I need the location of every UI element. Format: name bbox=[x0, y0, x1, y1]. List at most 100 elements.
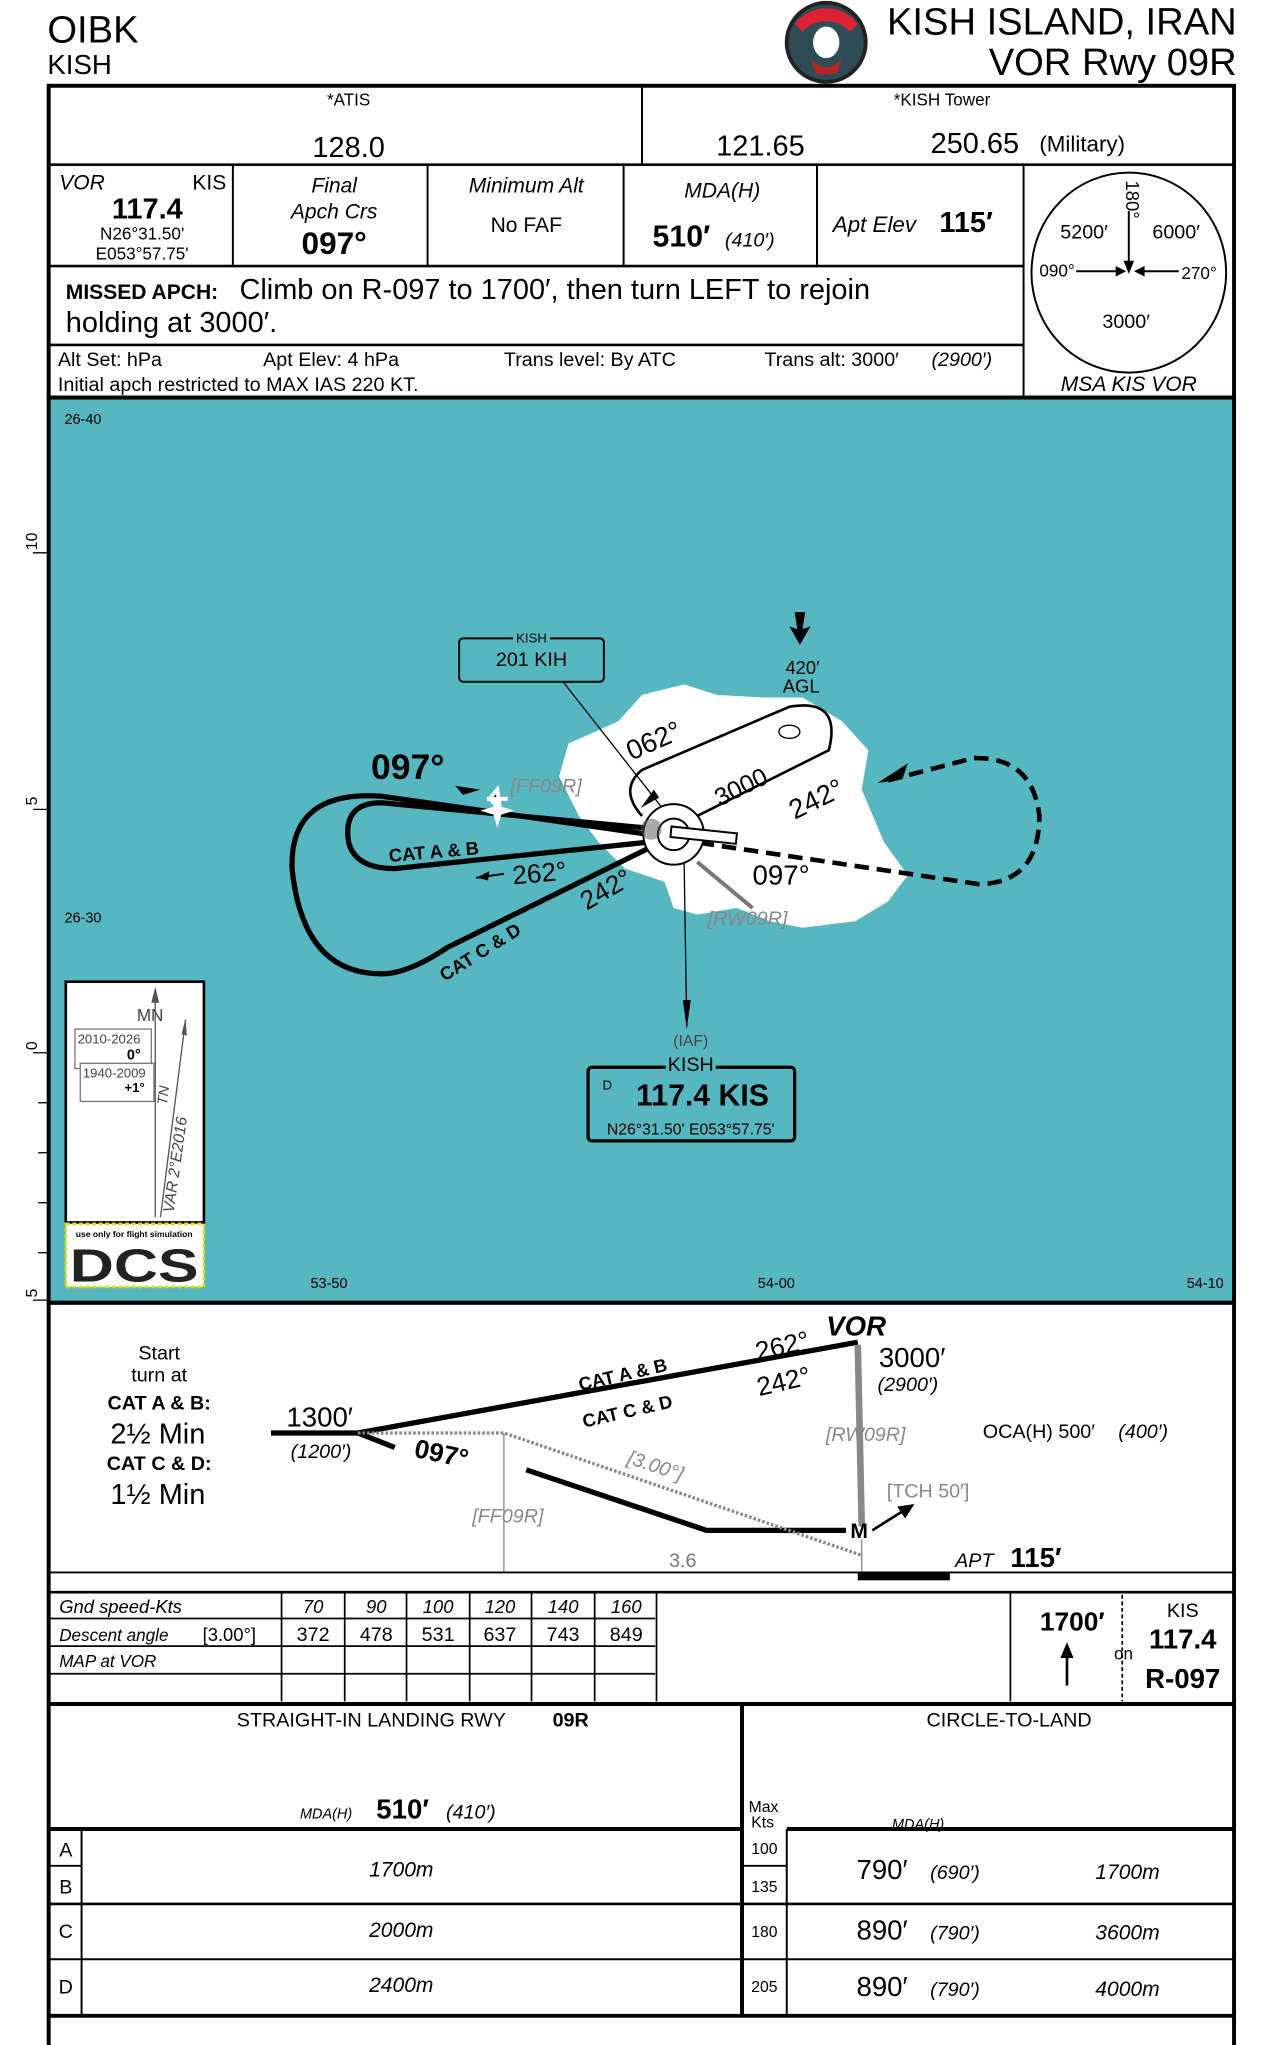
profile-apt-elev: 115′ bbox=[1010, 1542, 1062, 1573]
max-kts-1: Max bbox=[749, 1799, 779, 1816]
vor-box-frequency: 117.4 KIS bbox=[636, 1079, 769, 1112]
tower-frequency: 121.65 bbox=[716, 131, 805, 163]
magnetic-variation-inset: MN 2010-2026 0° 1940-2009 +1° TN VAR 2°E… bbox=[64, 980, 206, 1292]
profile-1200: (1200′) bbox=[291, 1441, 352, 1463]
vor-box-name: KISH bbox=[668, 1054, 714, 1076]
rate-140: 743 bbox=[547, 1624, 580, 1646]
trans-alt: Trans alt: 3000′ bbox=[764, 349, 899, 371]
map-label: MAP at VOR bbox=[59, 1652, 156, 1671]
minima-table: STRAIGHT-IN LANDING RWY 09R CIRCLE-TO-LA… bbox=[48, 1703, 1235, 2018]
true-north: TN bbox=[155, 1084, 173, 1105]
dcs-note: use only for flight simulation bbox=[76, 1229, 193, 1239]
mda-label: MDA(H) bbox=[684, 180, 760, 203]
final-label: Final bbox=[311, 174, 358, 197]
military-note: (Military) bbox=[1039, 132, 1125, 157]
tower-label: *KISH Tower bbox=[894, 91, 991, 110]
straight-in-title: STRAIGHT-IN LANDING RWY bbox=[237, 1709, 506, 1731]
start-turn-1: Start bbox=[138, 1342, 180, 1364]
cat-b: B bbox=[59, 1876, 72, 1898]
gs-90: 90 bbox=[366, 1596, 387, 1617]
gs-100: 100 bbox=[423, 1596, 454, 1617]
straight-mda-label: MDA(H) bbox=[300, 1806, 352, 1822]
circle-vis-d: 4000m bbox=[1095, 1978, 1159, 2001]
cat-cd-turn-track bbox=[289, 793, 659, 977]
profile-1300: 1300′ bbox=[286, 1401, 353, 1432]
profile-inbound bbox=[356, 1430, 846, 1533]
scale-5: 5 bbox=[24, 796, 41, 805]
profile-3000: 3000′ bbox=[879, 1342, 946, 1373]
cat-c: C bbox=[59, 1921, 73, 1943]
missed-box-id: KIS bbox=[1167, 1600, 1199, 1622]
msa-090: 090° bbox=[1039, 262, 1074, 281]
plan-view: 10 5 0 5 26-40 26-30 53-50 54-00 54-10 K… bbox=[24, 395, 1237, 1305]
alt-set: Alt Set: hPa bbox=[58, 349, 162, 371]
msa-south-alt: 3000′ bbox=[1102, 311, 1150, 333]
chart-header: OIBK KISH KISH ISLAND, IRAN VOR Rwy 09R bbox=[47, 0, 1236, 84]
missed-approach-text-2: holding at 3000′. bbox=[66, 307, 277, 339]
turn-cat-ab: CAT A & B: bbox=[108, 1392, 211, 1414]
missed-box-radial: R-097 bbox=[1145, 1663, 1220, 1694]
holding-pattern bbox=[628, 704, 833, 831]
circle-title: CIRCLE-TO-LAND bbox=[927, 1709, 1092, 1731]
gs-140: 140 bbox=[548, 1596, 579, 1617]
airport-icao: OIBK bbox=[47, 8, 139, 51]
chart-title-location: KISH ISLAND, IRAN bbox=[887, 0, 1237, 43]
mda-value: 510′ bbox=[653, 220, 711, 253]
ff09r-fix bbox=[480, 793, 515, 828]
msa-diagram: 180° 5200′ 6000′ 090° 270° 3000′ MSA KIS… bbox=[1030, 171, 1228, 396]
kts-a: 100 bbox=[751, 1841, 778, 1858]
vor-frequency: 117.4 bbox=[112, 194, 183, 226]
profile-242: 242° bbox=[754, 1361, 814, 1402]
vor-line bbox=[854, 1344, 866, 1527]
lat-26-30: 26-30 bbox=[64, 911, 101, 927]
missed-box-on: on bbox=[1114, 1644, 1133, 1663]
iaf-label: (IAF) bbox=[673, 1033, 708, 1050]
straight-vis-c: 2000m bbox=[368, 1919, 433, 1942]
apt-elev-hpa: Apt Elev: 4 hPa bbox=[263, 349, 399, 371]
missed-097: 097° bbox=[753, 859, 810, 890]
circle-h-d: (790′) bbox=[930, 1979, 980, 2001]
missed-approach-text: Climb on R-097 to 1700′, then turn LEFT … bbox=[239, 274, 870, 306]
rate-120: 637 bbox=[483, 1624, 516, 1646]
rate-100: 531 bbox=[422, 1624, 455, 1646]
var-value-1: 0° bbox=[127, 1047, 141, 1063]
profile-oca: OCA(H) 500′ bbox=[983, 1421, 1095, 1443]
comms-row: *ATIS 128.0 *KISH Tower 121.65 250.65 (M… bbox=[312, 91, 1125, 164]
turn-cd-time: 1½ Min bbox=[110, 1479, 205, 1511]
vor-kis-box: KISH D 117.4 KIS N26°31.50' E053°57.75' bbox=[586, 1054, 797, 1143]
straight-vis-ab: 1700m bbox=[369, 1858, 433, 1881]
obstacle-agl: AGL bbox=[783, 675, 820, 696]
min-alt-label: Minimum Alt bbox=[469, 174, 585, 197]
gs-160: 160 bbox=[611, 1596, 642, 1617]
ndb-name: KISH bbox=[516, 630, 547, 645]
missed-box-alt: 1700′ bbox=[1040, 1606, 1105, 1636]
cat-a: A bbox=[59, 1840, 73, 1862]
profile-cat-ab: CAT A & B bbox=[576, 1354, 669, 1395]
gs-70: 70 bbox=[303, 1596, 324, 1617]
lon-54-10: 54-10 bbox=[1187, 1276, 1224, 1292]
scale-5-bottom: 5 bbox=[24, 1288, 41, 1297]
max-kts-2: Kts bbox=[751, 1815, 774, 1832]
mda-height: (410′) bbox=[725, 229, 775, 251]
msa-270: 270° bbox=[1181, 264, 1216, 283]
var-years-1: 2010-2026 bbox=[78, 1032, 141, 1047]
straight-mda: 510′ bbox=[376, 1793, 429, 1824]
chart-title-procedure: VOR Rwy 09R bbox=[989, 41, 1237, 84]
plan-262: 262° bbox=[511, 856, 568, 891]
scale-10: 10 bbox=[24, 532, 41, 550]
vor-longitude: E053°57.75' bbox=[96, 244, 189, 263]
gs-120: 120 bbox=[485, 1596, 516, 1617]
profile-apt: APT bbox=[954, 1550, 995, 1572]
circle-h-ab: (690′) bbox=[930, 1862, 980, 1884]
profile-vor: VOR bbox=[826, 1311, 886, 1342]
min-alt-value: No FAF bbox=[491, 214, 562, 237]
kts-c: 180 bbox=[751, 1924, 778, 1941]
plan-rw09r: [RW09R] bbox=[707, 908, 788, 930]
lon-53-50: 53-50 bbox=[310, 1276, 347, 1292]
vor-ident: KIS bbox=[192, 172, 226, 195]
straight-in-rwy: 09R bbox=[553, 1709, 589, 1731]
scale-0: 0 bbox=[24, 1041, 41, 1050]
vor-box-dme: D bbox=[603, 1078, 613, 1093]
missed-approach-label: MISSED APCH: bbox=[66, 281, 218, 304]
plan-ff09r: [FF09R] bbox=[509, 775, 582, 797]
